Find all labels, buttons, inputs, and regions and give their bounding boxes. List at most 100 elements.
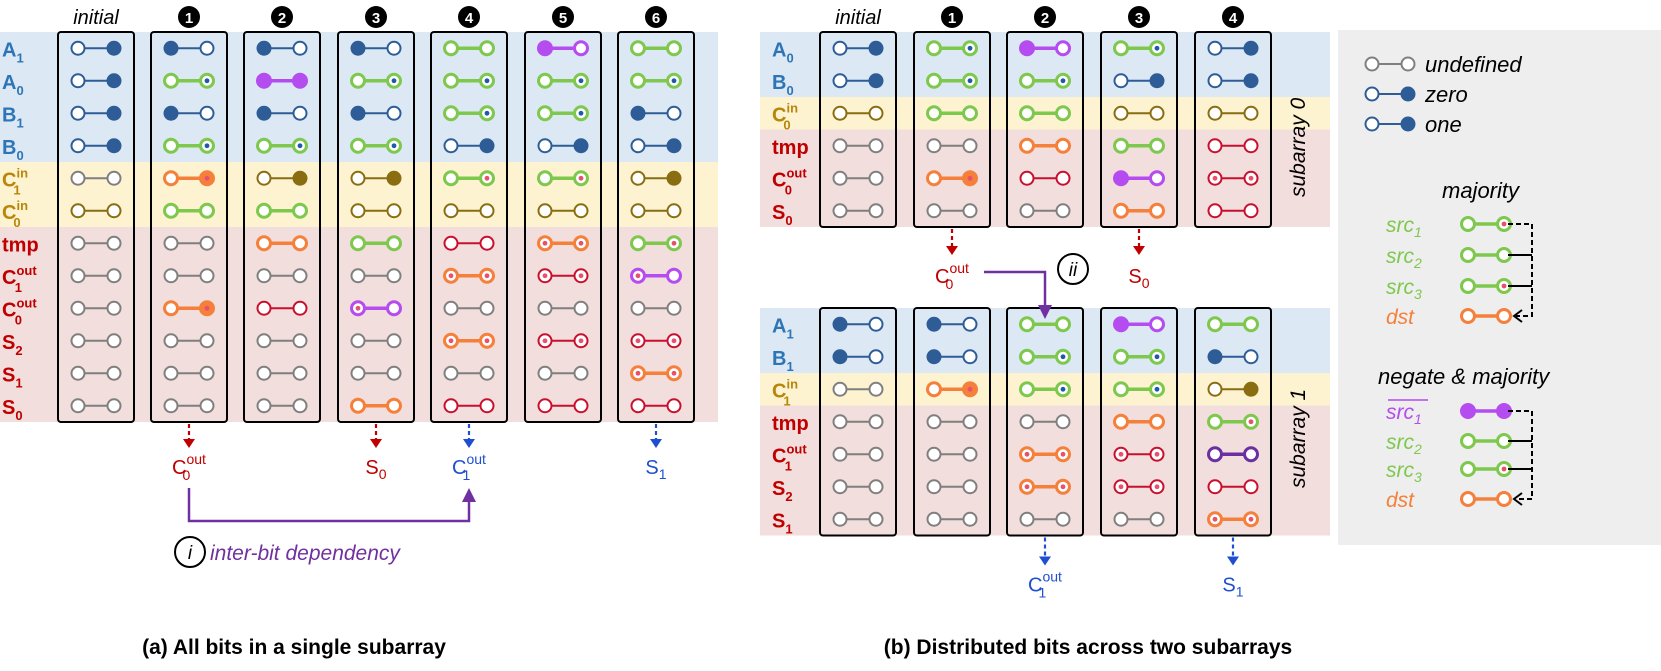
cell-right-dot — [671, 370, 677, 376]
bit-cell — [1207, 203, 1259, 219]
cell-right-bit — [666, 40, 682, 57]
cell-left-bit — [350, 72, 366, 89]
bit-cell — [1019, 137, 1071, 154]
cell-left-bit — [832, 40, 848, 56]
cell-left-bit — [1207, 138, 1223, 154]
cell-right-bit — [106, 398, 122, 414]
bit-cell — [163, 235, 215, 251]
cell-right-dot — [671, 338, 677, 344]
row-label-sub: 1 — [785, 521, 792, 536]
negate-bracket — [1508, 410, 1533, 500]
dependency-path — [187, 488, 471, 523]
cell-left-bit — [1207, 479, 1223, 495]
cell-left-bit — [630, 138, 646, 154]
cell-right-bit — [386, 300, 402, 317]
cell-right-bit — [1149, 170, 1165, 187]
bit-cell — [350, 333, 402, 349]
cell-right-bit — [962, 349, 978, 365]
bit-cell — [350, 203, 402, 219]
cell-left-bit — [163, 72, 179, 89]
cell-left-bit — [350, 268, 366, 284]
cell-right-bit — [868, 170, 884, 186]
cell-left-dot — [1212, 516, 1218, 522]
negate-arrow-head — [1512, 492, 1523, 506]
cell-right-bit — [199, 235, 215, 251]
cell-right-bit — [386, 333, 402, 349]
cell-left-bit — [1364, 86, 1380, 102]
row-label-sup: out — [16, 295, 37, 310]
cell-right-bit — [573, 203, 589, 219]
cell-left-bit — [926, 72, 942, 89]
cell-left-bit — [163, 40, 179, 56]
output-sub: 1 — [659, 466, 667, 482]
cell-left-dot — [448, 273, 454, 279]
transfer-marker: ii — [1057, 253, 1089, 285]
cell-left-bit — [926, 203, 942, 219]
bit-cell — [443, 40, 495, 57]
cell-right-dot — [297, 143, 303, 149]
output-sub: 1 — [1236, 584, 1244, 600]
cell-left-bit — [832, 170, 848, 186]
bit-cell — [350, 365, 402, 381]
cell-left-bit — [70, 203, 86, 219]
row-label-base: tmp — [772, 137, 809, 159]
col-header-initial: initial — [73, 7, 119, 29]
cell-right-dot — [1154, 451, 1160, 457]
cell-right-bit — [386, 105, 402, 121]
cell-right-dot — [1248, 419, 1254, 425]
cell-right-bit — [962, 414, 978, 430]
row-label-base: C — [772, 380, 786, 402]
bit-cell — [70, 398, 122, 414]
cell-right-dot — [204, 78, 210, 84]
bit-cell — [926, 105, 978, 122]
bit-cell — [1113, 381, 1165, 398]
cell-left-bit — [350, 170, 366, 186]
cell-right-dot — [578, 110, 584, 116]
bit-cell — [1019, 414, 1071, 430]
cell-left-bit — [1207, 349, 1223, 365]
cell-right-bit — [386, 365, 402, 381]
cell-right-bit — [1149, 202, 1165, 219]
cell-right-bit — [666, 300, 682, 316]
cell-left-bit — [256, 137, 272, 154]
row-label: tmp — [2, 234, 39, 256]
step-badge — [365, 6, 387, 28]
row-label-base: C — [772, 169, 786, 191]
cell-left-dot — [1024, 451, 1030, 457]
cell-right-dot — [1060, 386, 1066, 392]
row-label-sup: in — [16, 198, 28, 213]
legend-sub: 1 — [1414, 224, 1422, 240]
arrow-head — [650, 439, 662, 448]
output-base: S — [645, 457, 658, 479]
output-arrow — [1039, 537, 1051, 566]
bit-cell — [1019, 203, 1071, 219]
cell-right-bit — [106, 333, 122, 349]
row-label: S1 — [772, 510, 793, 536]
bit-cell — [1113, 413, 1165, 430]
bit-cell — [537, 170, 589, 187]
row-label-base: S — [772, 478, 785, 500]
cell-left-bit — [443, 72, 459, 89]
cell-left-bit — [70, 300, 86, 316]
bit-cell — [832, 73, 884, 89]
cell-left-bit — [350, 397, 366, 414]
bit-cell — [163, 333, 215, 349]
cell-left-bit — [832, 381, 848, 397]
output-label: S1 — [1222, 575, 1243, 600]
cell-left-bit — [70, 40, 86, 56]
output-base: C — [1028, 575, 1042, 597]
step-number: 4 — [1229, 10, 1238, 27]
step-badge — [1034, 6, 1056, 28]
bit-cell — [70, 73, 122, 89]
cell-right-dot — [967, 386, 973, 392]
cell-left-bit — [926, 381, 942, 398]
legend-majority-swatch — [1460, 247, 1512, 263]
cell-left-bit — [926, 349, 942, 365]
legend-sub: 3 — [1414, 469, 1422, 485]
cell-left-bit — [256, 333, 272, 349]
row-label: S0 — [772, 202, 793, 228]
bit-cell — [443, 365, 495, 381]
cell-left-bit — [630, 398, 646, 414]
cell-left-bit — [1460, 216, 1476, 232]
